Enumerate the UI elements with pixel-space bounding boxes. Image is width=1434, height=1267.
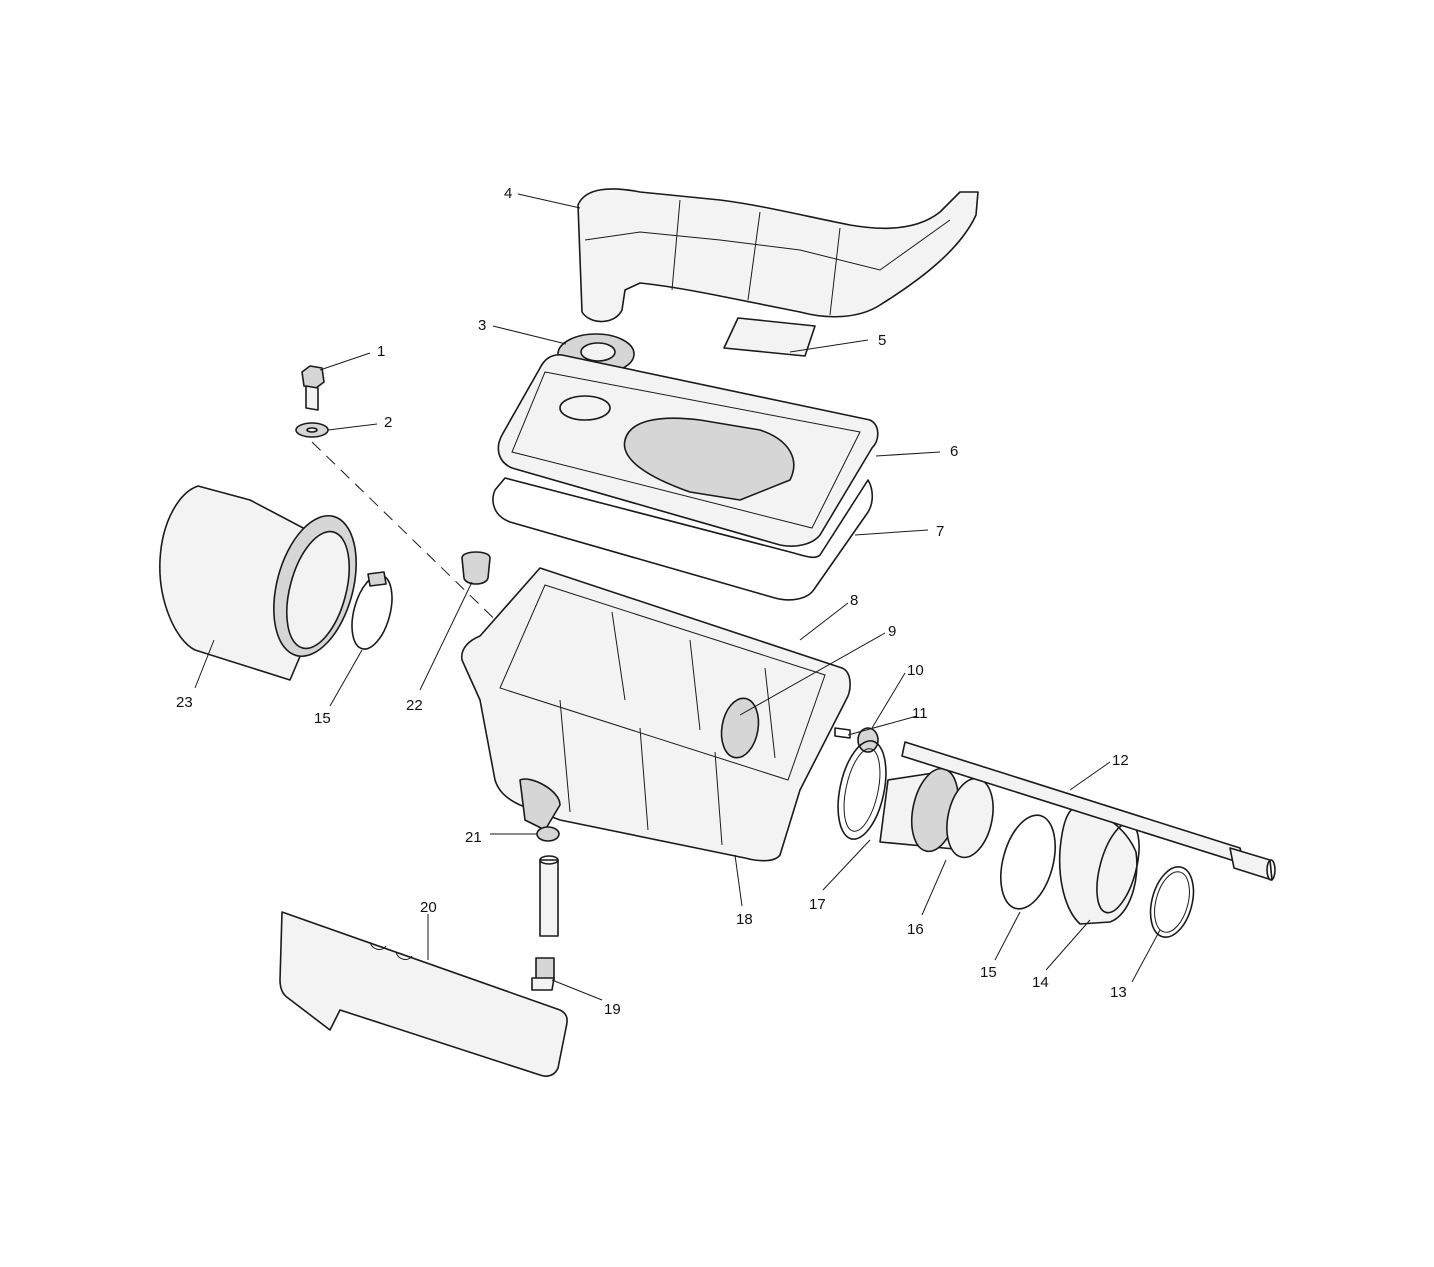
part-21-clamp bbox=[536, 826, 560, 842]
part-22-bushing bbox=[461, 551, 491, 585]
drain-tube bbox=[539, 855, 559, 937]
callout-16: 16 bbox=[907, 921, 924, 938]
callout-7: 7 bbox=[936, 523, 944, 540]
part-17-gasket bbox=[837, 740, 887, 840]
part-15-clamp-right bbox=[1000, 814, 1056, 910]
part-23-air-filter bbox=[159, 485, 357, 681]
part-2-washer bbox=[295, 422, 329, 438]
part-4-intake-duct bbox=[577, 188, 979, 323]
callout-8: 8 bbox=[850, 592, 858, 609]
callout-numbers: 4 3 5 1 2 6 7 8 9 10 11 12 13 14 15 16 1… bbox=[176, 185, 1129, 1018]
callout-21: 21 bbox=[465, 829, 482, 846]
part-7-gasket bbox=[492, 477, 874, 601]
part-6-airbox-lid bbox=[497, 354, 879, 547]
callout-2: 2 bbox=[384, 414, 392, 431]
callout-5: 5 bbox=[878, 332, 886, 349]
callout-23: 23 bbox=[176, 694, 193, 711]
callout-4: 4 bbox=[504, 185, 512, 202]
part-20-decal bbox=[279, 911, 568, 1077]
callout-18: 18 bbox=[736, 911, 753, 928]
callout-13: 13 bbox=[1110, 984, 1127, 1001]
callout-12: 12 bbox=[1112, 752, 1129, 769]
part-19-drain-plug bbox=[531, 957, 555, 991]
callout-15-left: 15 bbox=[314, 710, 331, 727]
callout-14: 14 bbox=[1032, 974, 1049, 991]
callout-1: 1 bbox=[377, 343, 385, 360]
callout-15-right: 15 bbox=[980, 964, 997, 981]
callout-19: 19 bbox=[604, 1001, 621, 1018]
callout-6: 6 bbox=[950, 443, 958, 460]
part-5-label bbox=[723, 317, 816, 357]
part-1-bolt bbox=[301, 365, 325, 411]
callout-3: 3 bbox=[478, 317, 486, 334]
part-18-airbox-base bbox=[460, 567, 851, 862]
callout-10: 10 bbox=[907, 662, 924, 679]
part-11-stub bbox=[834, 727, 851, 739]
callout-20: 20 bbox=[420, 899, 437, 916]
part-14-boot bbox=[1058, 807, 1140, 925]
part-10-fitting bbox=[857, 727, 879, 753]
part-13-clamp bbox=[1149, 866, 1195, 938]
callout-9: 9 bbox=[888, 623, 896, 640]
callout-11: 11 bbox=[912, 705, 928, 722]
callout-22: 22 bbox=[406, 697, 423, 714]
leader-lines bbox=[194, 193, 1161, 1001]
part-15-clamp-left bbox=[351, 571, 393, 650]
part-16-intake-adapter bbox=[879, 767, 994, 859]
callout-17: 17 bbox=[809, 896, 826, 913]
part-12-breather-tube bbox=[901, 741, 1276, 881]
